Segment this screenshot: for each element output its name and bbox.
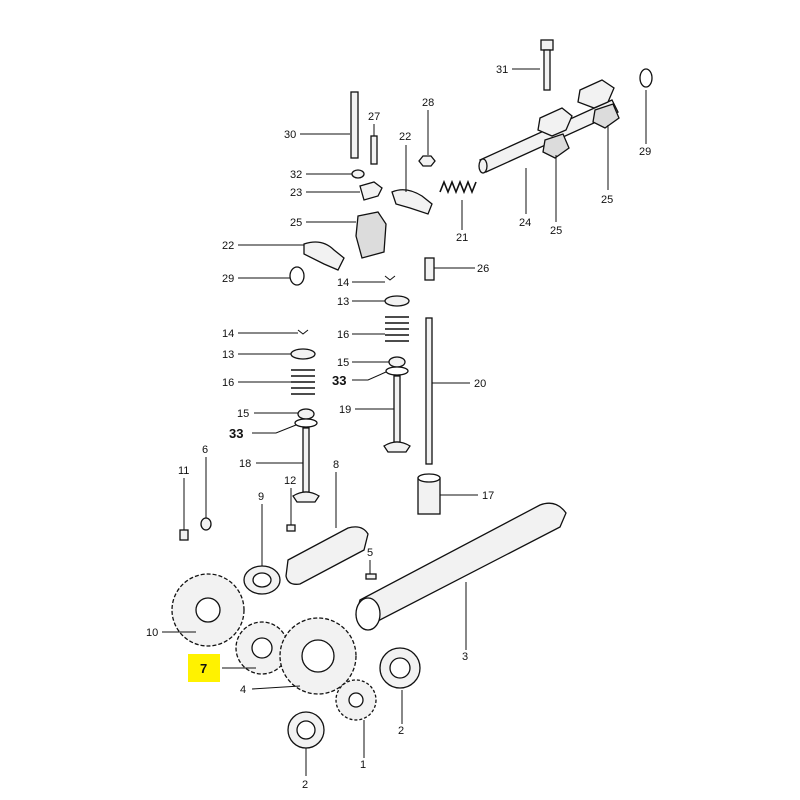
callout-16-left: 16 [222,377,234,389]
callout-highlight [188,654,220,682]
callout-32: 32 [290,169,302,181]
rocker-arm [303,241,345,271]
callout-25-right: 25 [601,194,613,206]
callout-11: 11 [178,465,189,477]
callout-29-right: 29 [639,146,651,158]
callout-17: 17 [482,490,494,502]
callout-2-right: 2 [398,725,404,737]
rocker-arm [577,79,615,109]
callout-14-left: 14 [222,328,234,340]
callout-labels: 31 30 27 28 29 22 32 23 25 21 24 25 25 2… [146,64,651,791]
callout-6: 6 [202,444,208,456]
callout-10: 10 [146,627,158,639]
rocker-shaft-assembly [439,39,653,195]
camshaft [355,502,567,626]
callout-1: 1 [360,759,366,771]
seat [385,366,409,376]
valve-head [292,491,320,503]
callout-28: 28 [422,97,434,109]
callout-13-right: 13 [337,296,349,308]
washer [289,266,305,286]
washer [200,517,212,531]
callout-27: 27 [368,111,380,123]
valve-spring [385,316,409,342]
push-rod [425,317,433,465]
callout-19: 19 [339,404,351,416]
valve-head [383,441,411,453]
callout-5: 5 [367,547,373,559]
callout-8: 8 [333,459,339,471]
plug [424,257,435,281]
seat [294,418,318,428]
valve-spring [291,369,315,395]
callout-26: 26 [477,263,489,275]
valve-key [384,275,396,281]
callout-24: 24 [519,217,531,229]
callout-2-bottom: 2 [302,779,308,791]
callout-16-right: 16 [337,329,349,341]
valve-set-left [290,329,320,503]
leader-lines [162,68,647,776]
valve-stem [302,427,310,493]
rocker-support [592,103,620,129]
nut [351,169,365,179]
gear-train [171,502,567,749]
callout-23: 23 [290,187,302,199]
callout-22-left: 22 [222,240,234,252]
valve-stem-seal [297,408,315,420]
shaft-spring [439,179,477,195]
valve-key [297,329,309,335]
callout-15-left: 15 [237,408,249,420]
rocker-parts [289,91,436,286]
spring-retainer [290,348,316,360]
balancer-shaft [285,526,369,585]
key-pin [365,573,377,580]
callout-31: 31 [496,64,508,76]
callout-3: 3 [462,651,468,663]
callout-30: 30 [284,129,296,141]
rocker-arm [537,107,573,137]
bolt [179,529,189,541]
callout-4: 4 [240,684,246,696]
valve-stem [393,375,401,443]
callout-12: 12 [284,475,296,487]
callout-33-right: 33 [332,373,346,388]
rocker-support [542,133,570,159]
callout-33-left: 33 [229,426,243,441]
bolt-shank [543,49,551,91]
callout-15-right: 15 [337,357,349,369]
callout-25-mid: 25 [550,225,562,237]
callout-20: 20 [474,378,486,390]
callout-7: 7 [200,661,207,676]
callout-9: 9 [258,491,264,503]
stud [350,91,359,159]
nut [418,155,436,167]
washer [639,68,653,88]
callout-14-right: 14 [337,277,349,289]
rocker-arm [391,189,433,215]
callout-21: 21 [456,232,468,244]
tappet [417,477,441,515]
valve-set-right [383,275,441,515]
key-pin [286,524,296,532]
callout-13-left: 13 [222,349,234,361]
spring-retainer [384,295,410,307]
adjuster-screw [370,135,378,165]
callout-25-left: 25 [290,217,302,229]
lock-plate [359,181,383,201]
bolt-head [540,39,554,51]
callout-22-top: 22 [399,131,411,143]
rocker-support [355,211,387,259]
valve-stem-seal [388,356,406,368]
callout-18: 18 [239,458,251,470]
callout-29-left: 29 [222,273,234,285]
